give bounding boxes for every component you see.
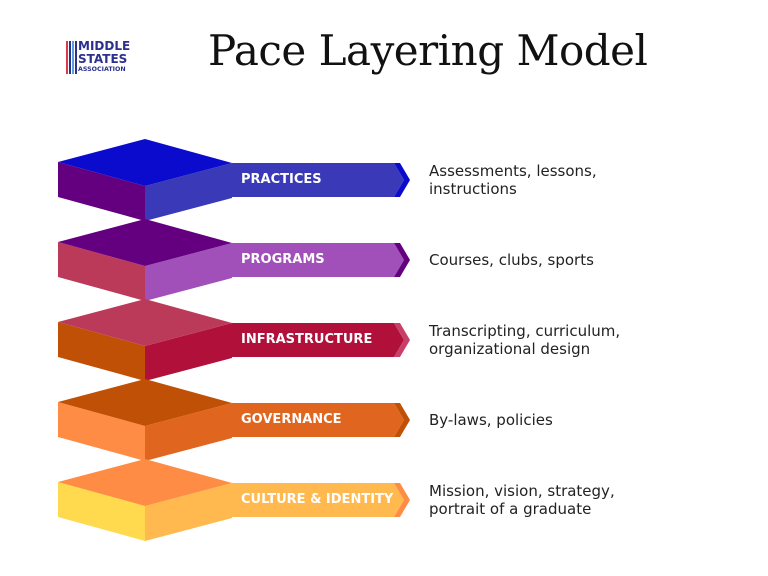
layer-description-line2: organizational design <box>429 340 591 358</box>
chevron-arrow-icon <box>394 243 410 277</box>
layer-description-line2: instructions <box>429 180 517 198</box>
layer-label: CULTURE & IDENTITY <box>241 492 394 507</box>
chevron-arrow-icon <box>394 163 410 197</box>
block-right-face <box>145 323 232 381</box>
block-left-face <box>58 322 145 381</box>
layer-banner <box>232 163 404 197</box>
block-top-face <box>58 299 232 346</box>
layer-description-line1: Mission, vision, strategy, <box>429 482 615 500</box>
layer-description-line2: portrait of a graduate <box>429 500 592 518</box>
layer-block-2 <box>58 219 410 301</box>
layer-description-line1: Transcripting, curriculum, <box>429 322 621 340</box>
block-top-face <box>58 379 232 426</box>
layer-block-5 <box>58 459 410 541</box>
logo-stripe-navy-2 <box>75 41 77 74</box>
page-title: Pace Layering Model <box>208 26 648 75</box>
layer-block-4 <box>58 379 410 461</box>
layer-description-line1: Courses, clubs, sports <box>429 251 594 269</box>
layer-banner <box>232 403 404 437</box>
logo-stripe-light-blue <box>72 41 74 74</box>
logo-text-line1: MIDDLE <box>78 39 131 53</box>
layer-label: PROGRAMS <box>241 252 325 267</box>
chevron-arrow-icon <box>394 483 410 517</box>
chevron-arrow-icon <box>394 403 410 437</box>
logo-text-line2: STATES <box>78 52 128 66</box>
layer-block-1 <box>58 139 410 221</box>
layer-description: Courses, clubs, sports <box>429 251 669 269</box>
layer-block-3 <box>58 299 410 381</box>
layer-banner <box>232 323 404 357</box>
layer-banner <box>232 243 404 277</box>
middle-states-association-logo: MIDDLE STATES ASSOCIATION <box>66 40 146 76</box>
block-top-face <box>58 139 232 186</box>
logo-stripe-navy <box>69 41 71 74</box>
layer-label: PRACTICES <box>241 172 322 187</box>
block-right-face <box>145 243 232 301</box>
layer-description: Assessments, lessons,instructions <box>429 162 669 198</box>
block-top-face <box>58 219 232 266</box>
layer-description: By-laws, policies <box>429 411 669 429</box>
layer-banner <box>232 483 404 517</box>
block-left-face <box>58 482 145 541</box>
logo-stripe-red <box>66 41 68 74</box>
block-top-face <box>58 459 232 506</box>
block-left-face <box>58 402 145 461</box>
logo-text-line3: ASSOCIATION <box>78 66 126 73</box>
layer-label: GOVERNANCE <box>241 412 342 427</box>
block-right-face <box>145 163 232 221</box>
chevron-arrow-icon <box>394 323 410 357</box>
layer-label: INFRASTRUCTURE <box>241 332 373 347</box>
layer-description-line1: Assessments, lessons, <box>429 162 597 180</box>
layer-description: Transcripting, curriculum,organizational… <box>429 322 669 358</box>
block-left-face <box>58 162 145 221</box>
block-right-face <box>145 483 232 541</box>
layer-description: Mission, vision, strategy,portrait of a … <box>429 482 669 518</box>
block-right-face <box>145 403 232 461</box>
layer-description-line1: By-laws, policies <box>429 411 553 429</box>
block-left-face <box>58 242 145 301</box>
